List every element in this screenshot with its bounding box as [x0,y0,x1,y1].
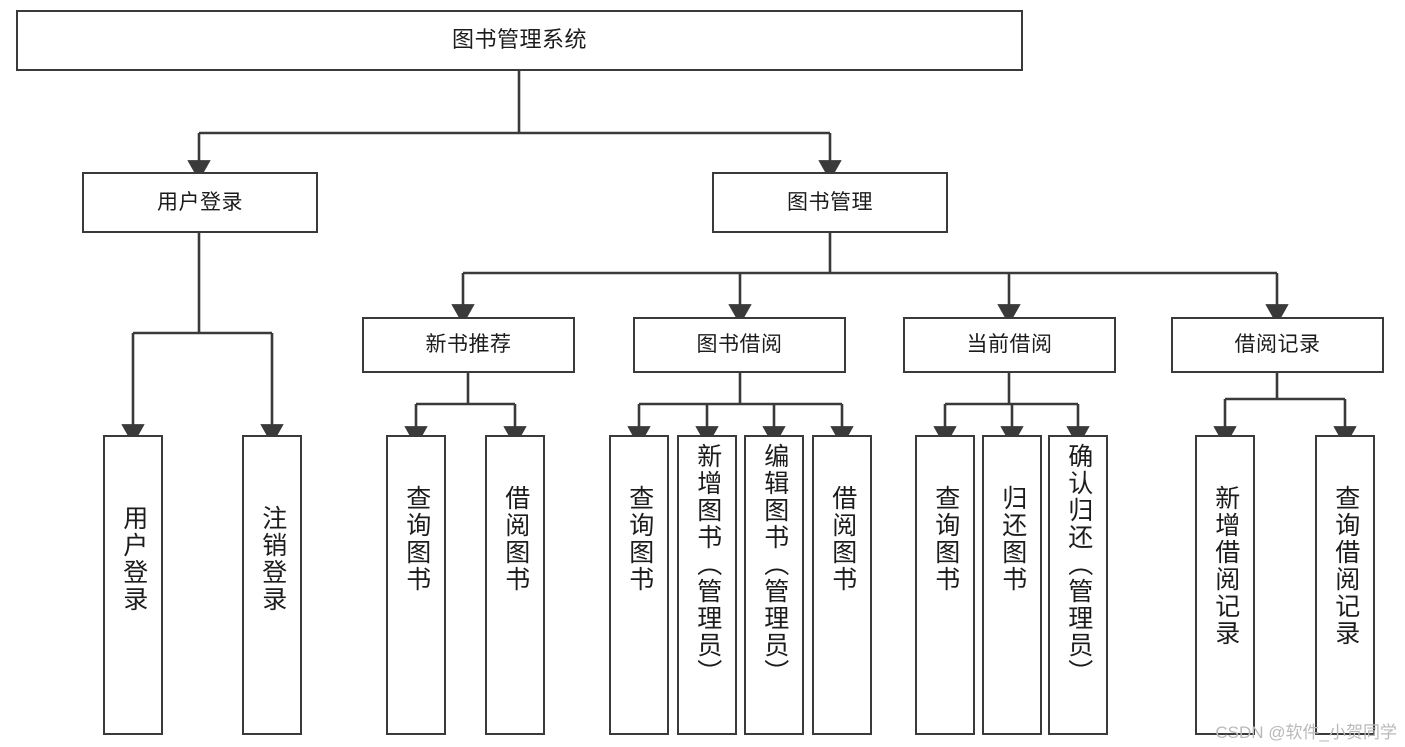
node-leaf-query-book-c-label: 查询图书 [931,485,960,593]
node-leaf-add-book-label: 新增图书（管理员） [693,443,722,686]
node-book-manage-label: 图书管理 [787,190,873,214]
node-leaf-add-record-label: 新增借阅记录 [1211,485,1240,647]
node-leaf-borrow-book-a[interactable]: 借阅图书 [485,435,545,735]
node-leaf-query-book-a-label: 查询图书 [402,485,431,593]
node-borrow-record-label: 借阅记录 [1234,333,1321,357]
node-leaf-add-book[interactable]: 新增图书（管理员） [677,435,737,735]
node-leaf-confirm-return-label: 确认归还（管理员） [1064,443,1093,686]
node-leaf-query-record[interactable]: 查询借阅记录 [1315,435,1375,735]
node-user-login-label: 用户登录 [157,190,243,214]
node-leaf-query-book-b[interactable]: 查询图书 [609,435,669,735]
node-book-borrow-label: 图书借阅 [696,333,783,357]
node-root[interactable]: 图书管理系统 [16,10,1023,71]
node-user-login[interactable]: 用户登录 [82,172,318,233]
watermark-text: CSDN @软件_小贺同学 [1215,723,1397,742]
node-leaf-borrow-book-b[interactable]: 借阅图书 [812,435,872,735]
node-leaf-borrow-book-a-label: 借阅图书 [501,485,530,593]
node-leaf-edit-book-label: 编辑图书（管理员） [760,443,789,686]
node-leaf-add-record[interactable]: 新增借阅记录 [1195,435,1255,735]
node-leaf-query-book-a[interactable]: 查询图书 [386,435,446,735]
node-borrow-record[interactable]: 借阅记录 [1171,317,1384,373]
node-new-book-recommend[interactable]: 新书推荐 [362,317,575,373]
node-leaf-logout-label: 注销登录 [258,505,287,613]
node-current-borrow[interactable]: 当前借阅 [903,317,1116,373]
node-leaf-return-book-label: 归还图书 [998,485,1027,593]
node-leaf-user-login-label: 用户登录 [119,505,148,613]
node-leaf-user-login[interactable]: 用户登录 [103,435,163,735]
node-leaf-edit-book[interactable]: 编辑图书（管理员） [744,435,804,735]
node-new-book-recommend-label: 新书推荐 [425,333,512,357]
node-leaf-query-record-label: 查询借阅记录 [1331,485,1360,647]
node-book-manage[interactable]: 图书管理 [712,172,948,233]
node-leaf-logout[interactable]: 注销登录 [242,435,302,735]
node-leaf-query-book-b-label: 查询图书 [625,485,654,593]
node-current-borrow-label: 当前借阅 [966,333,1053,357]
node-book-borrow[interactable]: 图书借阅 [633,317,846,373]
node-leaf-query-book-c[interactable]: 查询图书 [915,435,975,735]
node-root-label: 图书管理系统 [451,27,587,53]
node-leaf-return-book[interactable]: 归还图书 [982,435,1042,735]
node-leaf-borrow-book-b-label: 借阅图书 [828,485,857,593]
node-leaf-confirm-return[interactable]: 确认归还（管理员） [1048,435,1108,735]
